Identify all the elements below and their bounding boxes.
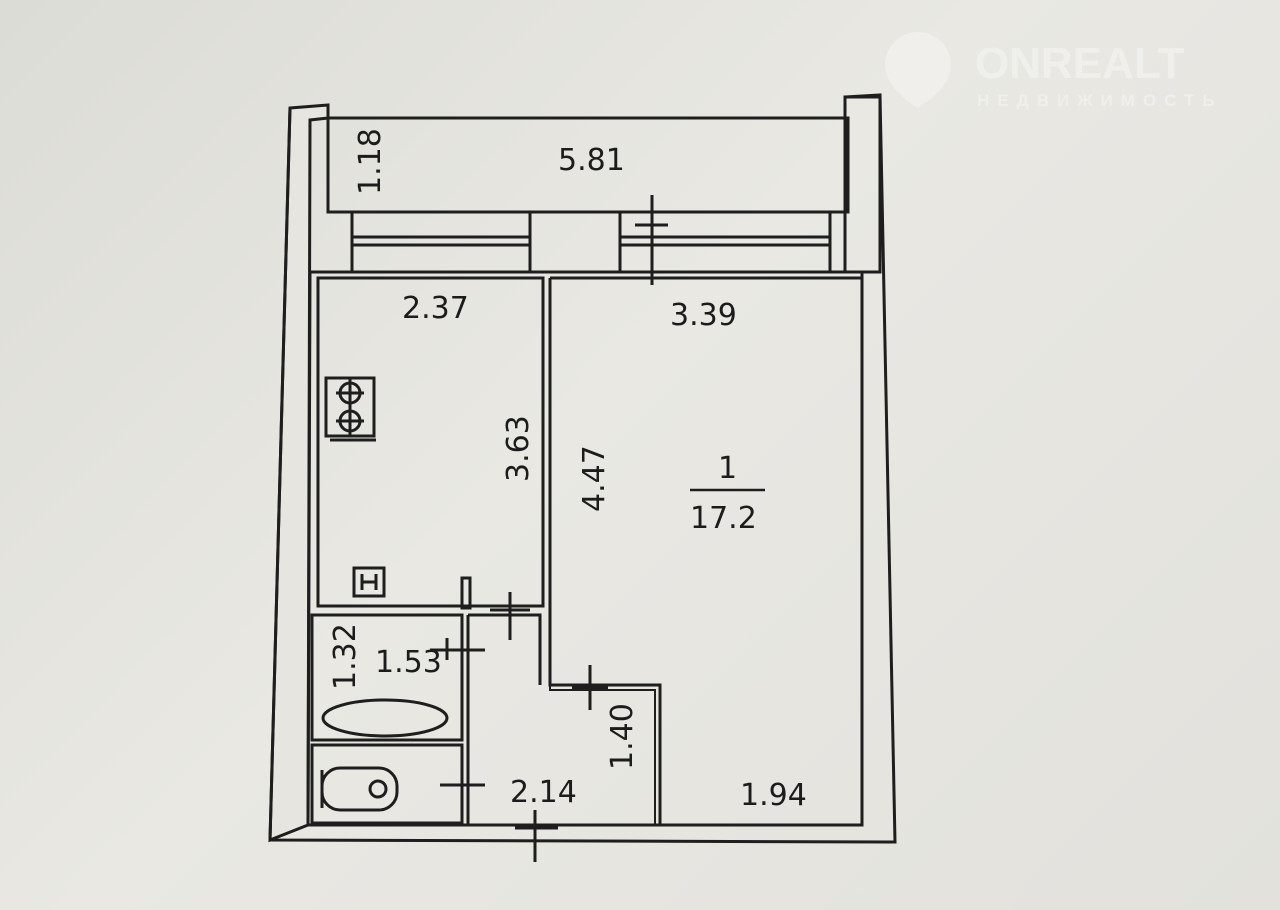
hall-extra-width: 1.94 bbox=[740, 778, 807, 813]
bathtub-icon bbox=[321, 698, 449, 738]
logo-pin-icon bbox=[885, 32, 951, 108]
room bbox=[548, 276, 862, 825]
balcony-depth: 1.18 bbox=[353, 128, 388, 195]
room-area: 17.2 bbox=[690, 501, 757, 536]
bathroom bbox=[310, 613, 464, 742]
watermark: ONREALT НЕДВИЖИМОСТЬ bbox=[885, 32, 1223, 110]
hall-width: 2.14 bbox=[510, 775, 577, 810]
room-width: 3.39 bbox=[670, 298, 737, 333]
hall-length: 1.40 bbox=[605, 703, 640, 770]
stove-icon bbox=[324, 376, 376, 438]
room-number: 1 bbox=[718, 451, 737, 486]
heater-icon bbox=[352, 566, 386, 598]
watermark-tagline: НЕДВИЖИМОСТЬ bbox=[977, 91, 1223, 110]
window-band bbox=[310, 212, 862, 274]
kitchen-length: 3.63 bbox=[501, 415, 536, 482]
room-length: 4.47 bbox=[577, 445, 612, 512]
watermark-brand: ONREALT bbox=[975, 39, 1185, 88]
toilet-room bbox=[310, 743, 464, 825]
inner-wall-outline bbox=[306, 271, 864, 827]
bathroom-length: 1.32 bbox=[328, 623, 363, 690]
balcony bbox=[326, 116, 850, 214]
balcony-width: 5.81 bbox=[558, 143, 625, 178]
kitchen-width: 2.37 bbox=[402, 291, 469, 326]
bathroom-width: 1.53 bbox=[375, 645, 442, 680]
